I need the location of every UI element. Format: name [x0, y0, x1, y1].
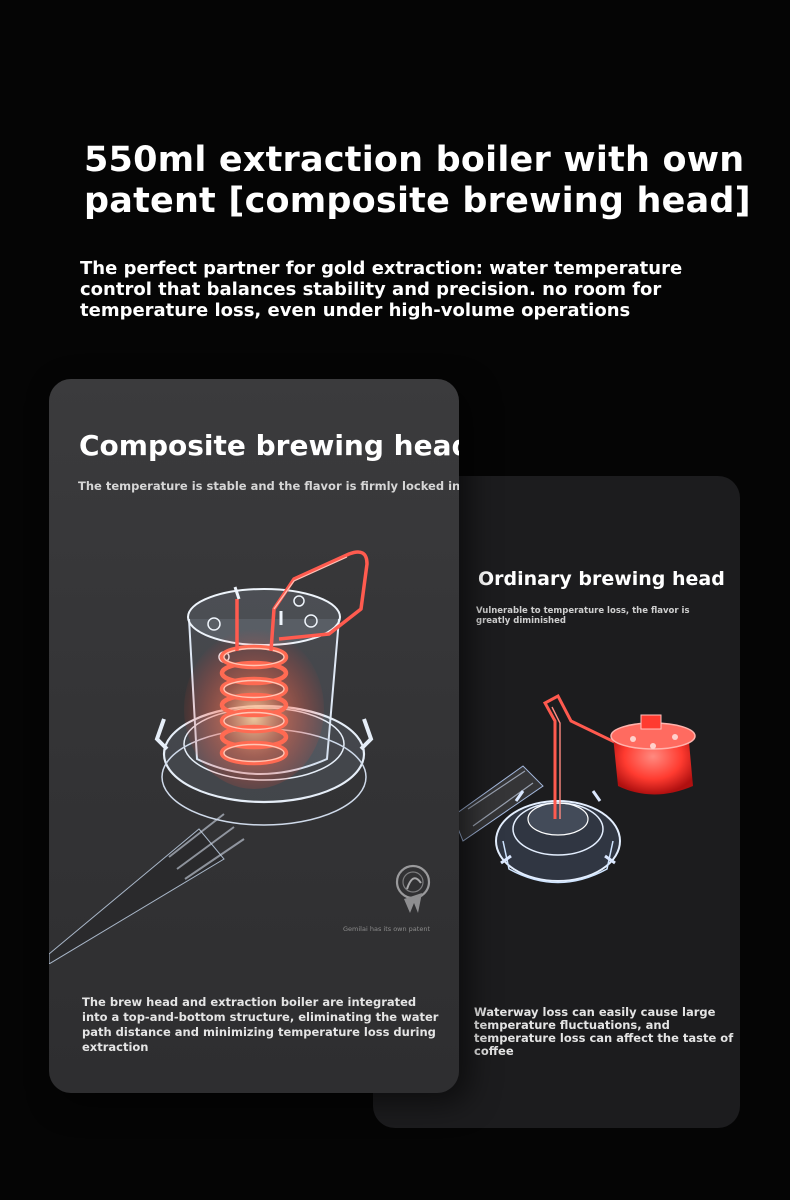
composite-card-description: The brew head and extraction boiler are … — [82, 995, 439, 1054]
ordinary-brew-head-illustration — [453, 693, 696, 884]
patent-seal-icon — [395, 864, 431, 913]
composite-card-subtitle: The temperature is stable and the flavor… — [78, 479, 459, 493]
composite-card-title: Composite brewing head — [79, 429, 459, 462]
page-subheadline: The perfect partner for gold extraction:… — [80, 258, 683, 321]
ordinary-card-title: Ordinary brewing head — [478, 568, 725, 590]
composite-brew-head-illustration — [49, 550, 374, 964]
composite-brew-head-card: Composite brewing head The temperature i… — [49, 379, 459, 1093]
page-headline: 550ml extraction boiler with own patent … — [84, 140, 751, 221]
ordinary-card-subtitle: Vulnerable to temperature loss, the flav… — [476, 606, 690, 626]
patent-note: Gemilai has its own patent — [343, 925, 431, 933]
ordinary-card-description: Waterway loss can easily cause large tem… — [474, 1005, 734, 1058]
